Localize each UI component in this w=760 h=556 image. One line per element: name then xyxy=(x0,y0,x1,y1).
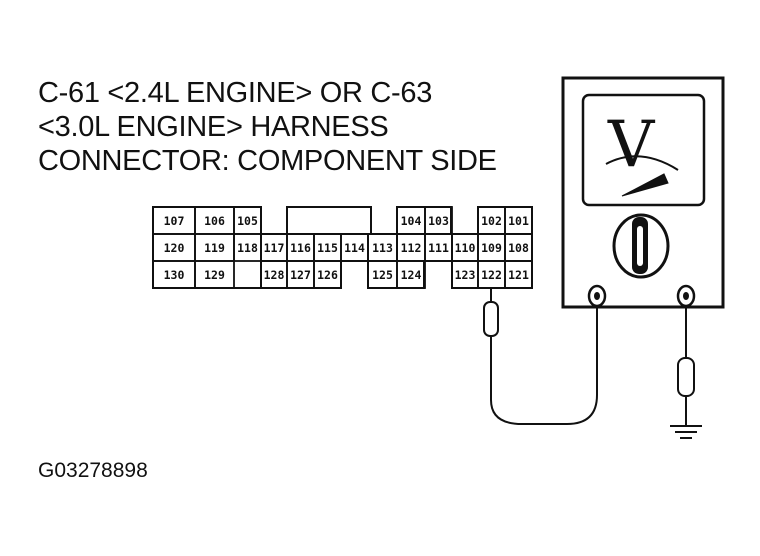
pin-cell-121 xyxy=(504,260,533,289)
pin-label-116: 116 xyxy=(290,241,311,255)
pin-cell-129 xyxy=(194,260,235,289)
meter-dial-letter: V xyxy=(607,108,656,182)
multimeter: V xyxy=(561,76,725,309)
pin-label-102: 102 xyxy=(481,214,502,228)
pin-label-101: 101 xyxy=(508,214,529,228)
pin-label-104: 104 xyxy=(401,214,422,228)
pin-label-115: 115 xyxy=(317,241,338,255)
pin-label-128: 128 xyxy=(264,268,285,282)
pin-label-121: 121 xyxy=(508,268,529,282)
pin-label-118: 118 xyxy=(237,241,258,255)
pin-label-109: 109 xyxy=(481,241,502,255)
pin-label-122: 122 xyxy=(481,268,502,282)
pin-label-119: 119 xyxy=(204,241,225,255)
range-selector-knob xyxy=(612,213,670,279)
pin-cell-126 xyxy=(313,260,342,289)
pin-label-107: 107 xyxy=(164,214,185,228)
pin-label-130: 130 xyxy=(164,268,185,282)
pin-label-110: 110 xyxy=(455,241,476,255)
title-line-1: C-61 <2.4L ENGINE> OR C-63 xyxy=(38,77,433,109)
pin-label-108: 108 xyxy=(508,241,529,255)
pin-label-105: 105 xyxy=(237,214,258,228)
ground-symbol xyxy=(670,425,702,439)
title-line-3: CONNECTOR: COMPONENT SIDE xyxy=(38,145,497,177)
pin-label-114: 114 xyxy=(344,241,365,255)
pin-label-124: 124 xyxy=(401,268,422,282)
pin-cell-124 xyxy=(396,260,426,289)
pin-label-113: 113 xyxy=(372,241,393,255)
test-leads xyxy=(483,288,702,439)
probe-negative xyxy=(677,357,695,397)
pin-label-112: 112 xyxy=(401,241,422,255)
pin-label-129: 129 xyxy=(204,268,225,282)
pin-label-126: 126 xyxy=(317,268,338,282)
pin-label-120: 120 xyxy=(164,241,185,255)
pin-label-123: 123 xyxy=(455,268,476,282)
pin-label-127: 127 xyxy=(290,268,311,282)
pin-label-117: 117 xyxy=(264,241,285,255)
title-line-2: <3.0L ENGINE> HARNESS xyxy=(38,111,389,143)
probe-positive xyxy=(483,301,499,337)
pin-label-103: 103 xyxy=(428,214,449,228)
connector-pins: 107 106 105 104 103 102 101 120 119 118 117 116 115 1… xyxy=(152,206,533,289)
pin-label-106: 106 xyxy=(204,214,225,228)
pin-label-111: 111 xyxy=(428,241,449,255)
connector-title: C-61 <2.4L ENGINE> OR C-63 <3.0L ENGINE>… xyxy=(38,76,558,178)
figure-id: G03278898 xyxy=(38,459,148,482)
pin-label-125: 125 xyxy=(372,268,393,282)
